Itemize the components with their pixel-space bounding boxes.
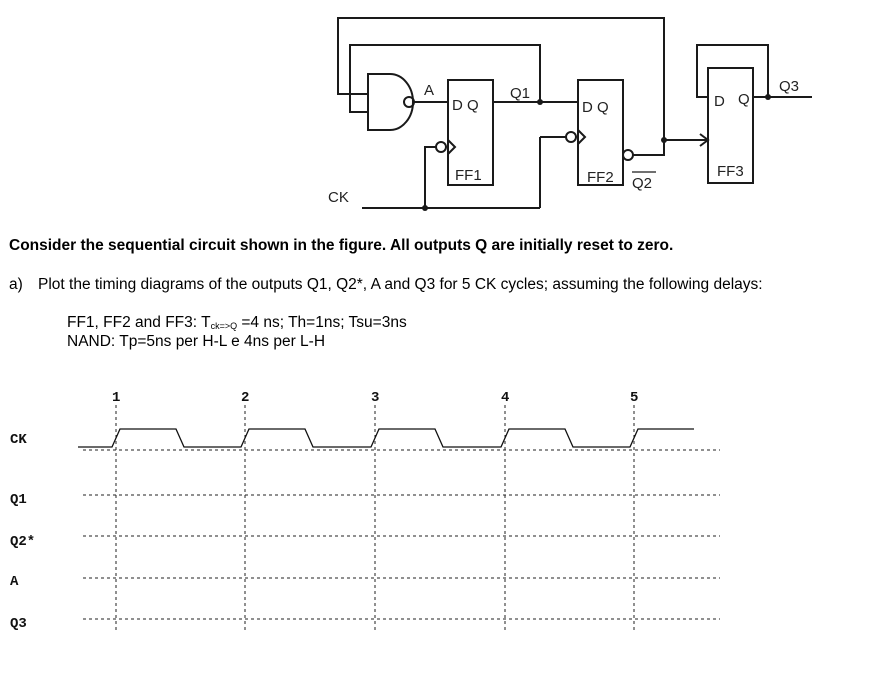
cycle-number-5: 5 xyxy=(630,390,638,406)
ff-delays-prefix: FF1, FF2 and FF3: T xyxy=(67,314,211,331)
ff-delays: FF1, FF2 and FF3: Tck=>Q =4 ns; Th=1ns; … xyxy=(67,314,407,332)
wire-q1-feedback xyxy=(349,44,541,113)
signal-label-q2: Q2* xyxy=(10,534,35,550)
cycle-number-1: 1 xyxy=(112,390,120,406)
wire-q2bar-feedback xyxy=(337,17,665,156)
cycle-number-3: 3 xyxy=(371,390,379,406)
timing-diagram xyxy=(78,405,720,632)
part-label: a) xyxy=(9,276,23,293)
clock-label: CK xyxy=(328,189,349,206)
circuit-schematic xyxy=(337,17,812,209)
signal-label-q1: Q1 xyxy=(10,492,27,508)
node-a-label: A xyxy=(424,82,434,99)
signal-label-ck: CK xyxy=(10,432,27,448)
problem-heading: Consider the sequential circuit shown in… xyxy=(9,237,674,254)
ff3-q-label: Q xyxy=(738,91,750,108)
signal-label-q3: Q3 xyxy=(10,616,27,632)
node-q3-label: Q3 xyxy=(779,78,799,95)
node-q2bar-label: Q2 xyxy=(632,175,652,192)
question-text: Plot the timing diagrams of the outputs … xyxy=(38,276,763,293)
ff1-label: FF1 xyxy=(455,167,482,184)
ff3-d-label: D xyxy=(714,93,725,110)
wire-clock xyxy=(362,146,436,209)
nand-gate xyxy=(367,73,414,131)
ff-delays-suffix: =4 ns; Th=1ns; Tsu=3ns xyxy=(237,314,407,331)
signal-label-a: A xyxy=(10,574,19,590)
ck-waveform xyxy=(78,428,694,448)
nand-delays: NAND: Tp=5ns per H-L e 4ns per L-H xyxy=(67,333,326,350)
ff2-label: FF2 xyxy=(587,169,614,186)
ff2-box xyxy=(577,79,624,186)
question-a: a) Plot the timing diagrams of the output… xyxy=(9,276,763,294)
cycle-number-2: 2 xyxy=(241,390,249,406)
ff2-dq-label: D Q xyxy=(582,99,609,116)
ff3-box xyxy=(707,67,754,184)
ff-delays-subscript: ck=>Q xyxy=(210,321,238,331)
node-q1-label: Q1 xyxy=(510,85,530,102)
ff3-label: FF3 xyxy=(717,163,744,180)
cycle-number-4: 4 xyxy=(501,390,509,406)
ff1-dq-label: D Q xyxy=(452,97,479,114)
ff1-box xyxy=(447,79,494,186)
